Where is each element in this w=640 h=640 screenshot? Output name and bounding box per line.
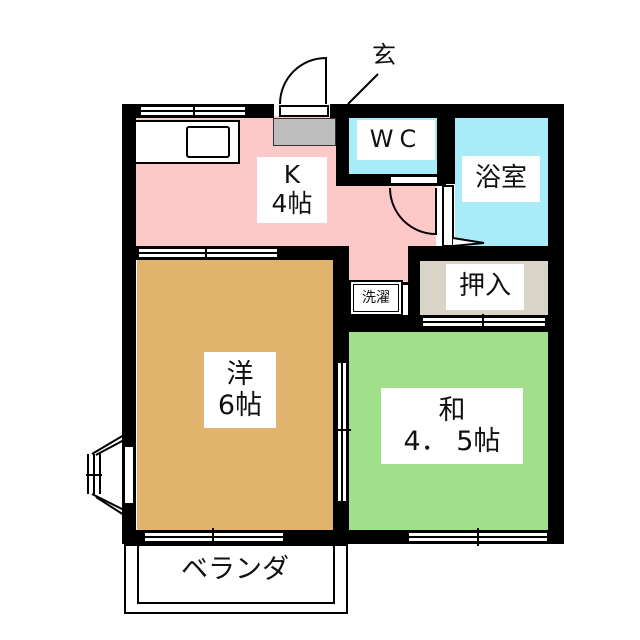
kitchen-hall: [346, 185, 408, 285]
bath-label: 浴室: [462, 156, 540, 202]
wall-closet-left: [408, 246, 420, 332]
wc-door: [389, 175, 439, 236]
kitchen-sink: [186, 126, 230, 158]
wall-left: [122, 104, 136, 544]
kitchen-label: K 4帖: [257, 157, 327, 223]
bath-door: [442, 185, 485, 247]
entrance-label: 玄: [372, 41, 396, 70]
shoe-cabinet: [273, 118, 336, 146]
closet-door: [421, 314, 547, 330]
window-kitchen-top: [139, 104, 247, 118]
window-western-bottom: [143, 528, 285, 546]
bay-window: [86, 434, 135, 516]
wall-wc-bath: [437, 104, 455, 184]
laundry-label: 洗濯: [354, 285, 398, 311]
entrance-door: [279, 56, 329, 117]
japanese-label: 和 4． 5帖: [381, 388, 523, 464]
closet-label: 押入: [446, 264, 524, 310]
window-japanese-bottom: [407, 528, 549, 546]
veranda-label: ベランダ: [181, 554, 289, 586]
wc-label: WC: [357, 120, 435, 160]
window-western-top: [137, 246, 279, 260]
sliding-door-western-japanese: [333, 361, 351, 503]
western-label: 洋 6帖: [204, 352, 276, 428]
veranda: [124, 544, 348, 614]
wall-bath-bottom: [408, 246, 564, 261]
entrance-leader: [347, 73, 379, 105]
wall-wc-left: [336, 104, 349, 186]
